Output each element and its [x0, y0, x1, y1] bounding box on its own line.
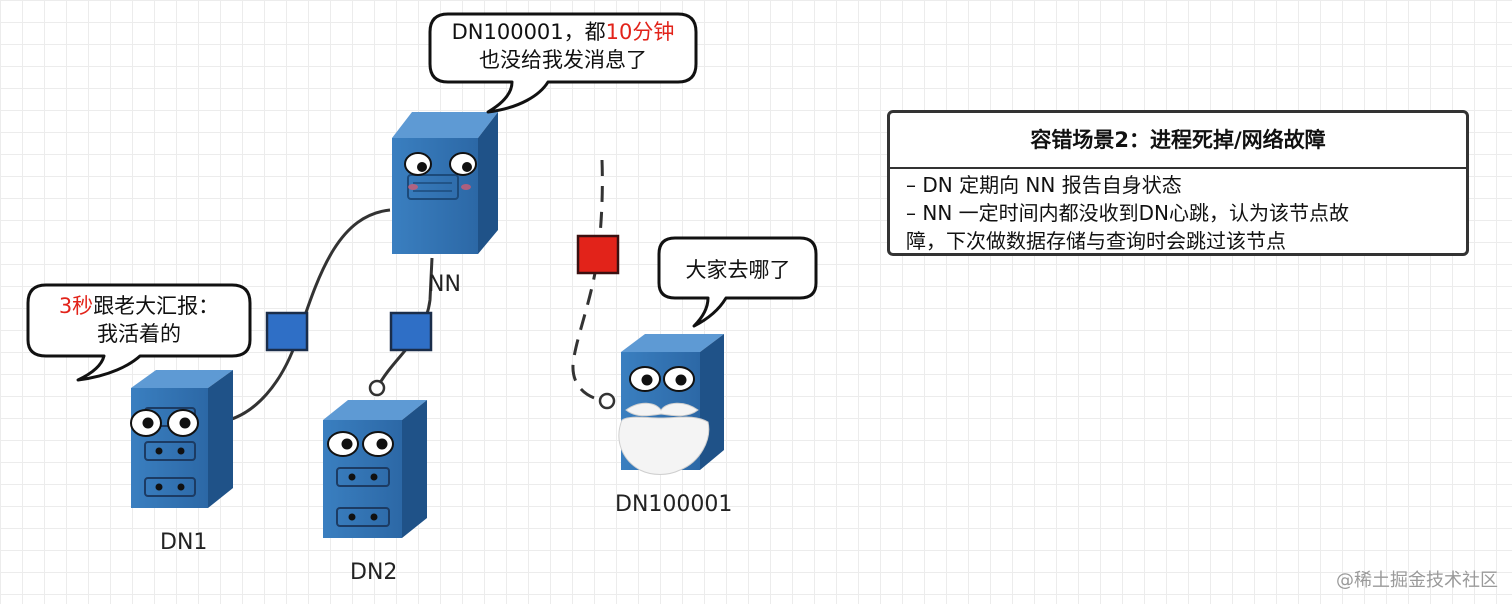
panel-title: 容错场景2：进程死掉/网络故障 [890, 113, 1466, 169]
dn1-bubble-line-1: 3秒跟老大汇报： [30, 292, 248, 320]
nn-bubble-highlight: 10分钟 [605, 20, 675, 44]
watermark: @稀土掘金技术社区 [1336, 570, 1498, 591]
port-dn2 [368, 379, 386, 397]
nn-speech-bubble [428, 12, 698, 114]
link-nn-dn100001-broken [571, 159, 607, 403]
panel-body: – DN 定期向 NN 报告自身状态 – NN 一定时间内都没收到DN心跳，认为… [890, 169, 1466, 255]
nn-server-icon [392, 112, 498, 254]
nn-bubble-line-1: DN100001，都10分钟 [432, 18, 694, 46]
heartbeat-packet-dn2 [389, 311, 433, 352]
dn1-server-icon [130, 370, 233, 508]
heartbeat-packet-lost [576, 234, 620, 275]
dn1-bubble-highlight: 3秒 [58, 294, 94, 318]
heartbeat-packet-dn1 [265, 311, 309, 352]
dn1-speech-bubble [26, 283, 252, 382]
dn2-label: DN2 [350, 560, 398, 585]
port-dn100001 [598, 392, 616, 410]
panel-line: 障，下次做数据存储与查询时会跳过该节点 [906, 229, 1286, 253]
nn-bubble-text: DN100001，都10分钟 也没给我发消息了 [432, 18, 694, 74]
dn100001-speech-bubble [657, 236, 818, 328]
dn1-label: DN1 [160, 530, 208, 555]
panel-line: – NN 一定时间内都没收到DN心跳，认为该节点故 [906, 201, 1349, 225]
nn-label: NN [428, 272, 461, 297]
beard-icon [618, 402, 710, 475]
info-panel: 容错场景2：进程死掉/网络故障 – DN 定期向 NN 报告自身状态 – NN … [887, 110, 1469, 256]
nn-bubble-line-2: 也没给我发消息了 [479, 48, 647, 72]
dn100001-label: DN100001 [615, 492, 733, 517]
dn100001-server-icon [618, 334, 724, 475]
nn-bubble-line-1a: DN100001，都 [451, 20, 606, 44]
dn1-bubble-line-1b: 跟老大汇报： [93, 294, 220, 318]
dead-bubble-text: 大家去哪了 [685, 258, 791, 282]
dn1-bubble-text: 3秒跟老大汇报： 我活着的 [30, 292, 248, 348]
dn1-bubble-line-2: 我活着的 [97, 322, 181, 346]
panel-line: – DN 定期向 NN 报告自身状态 [906, 173, 1182, 197]
dn2-server-icon [323, 400, 427, 538]
